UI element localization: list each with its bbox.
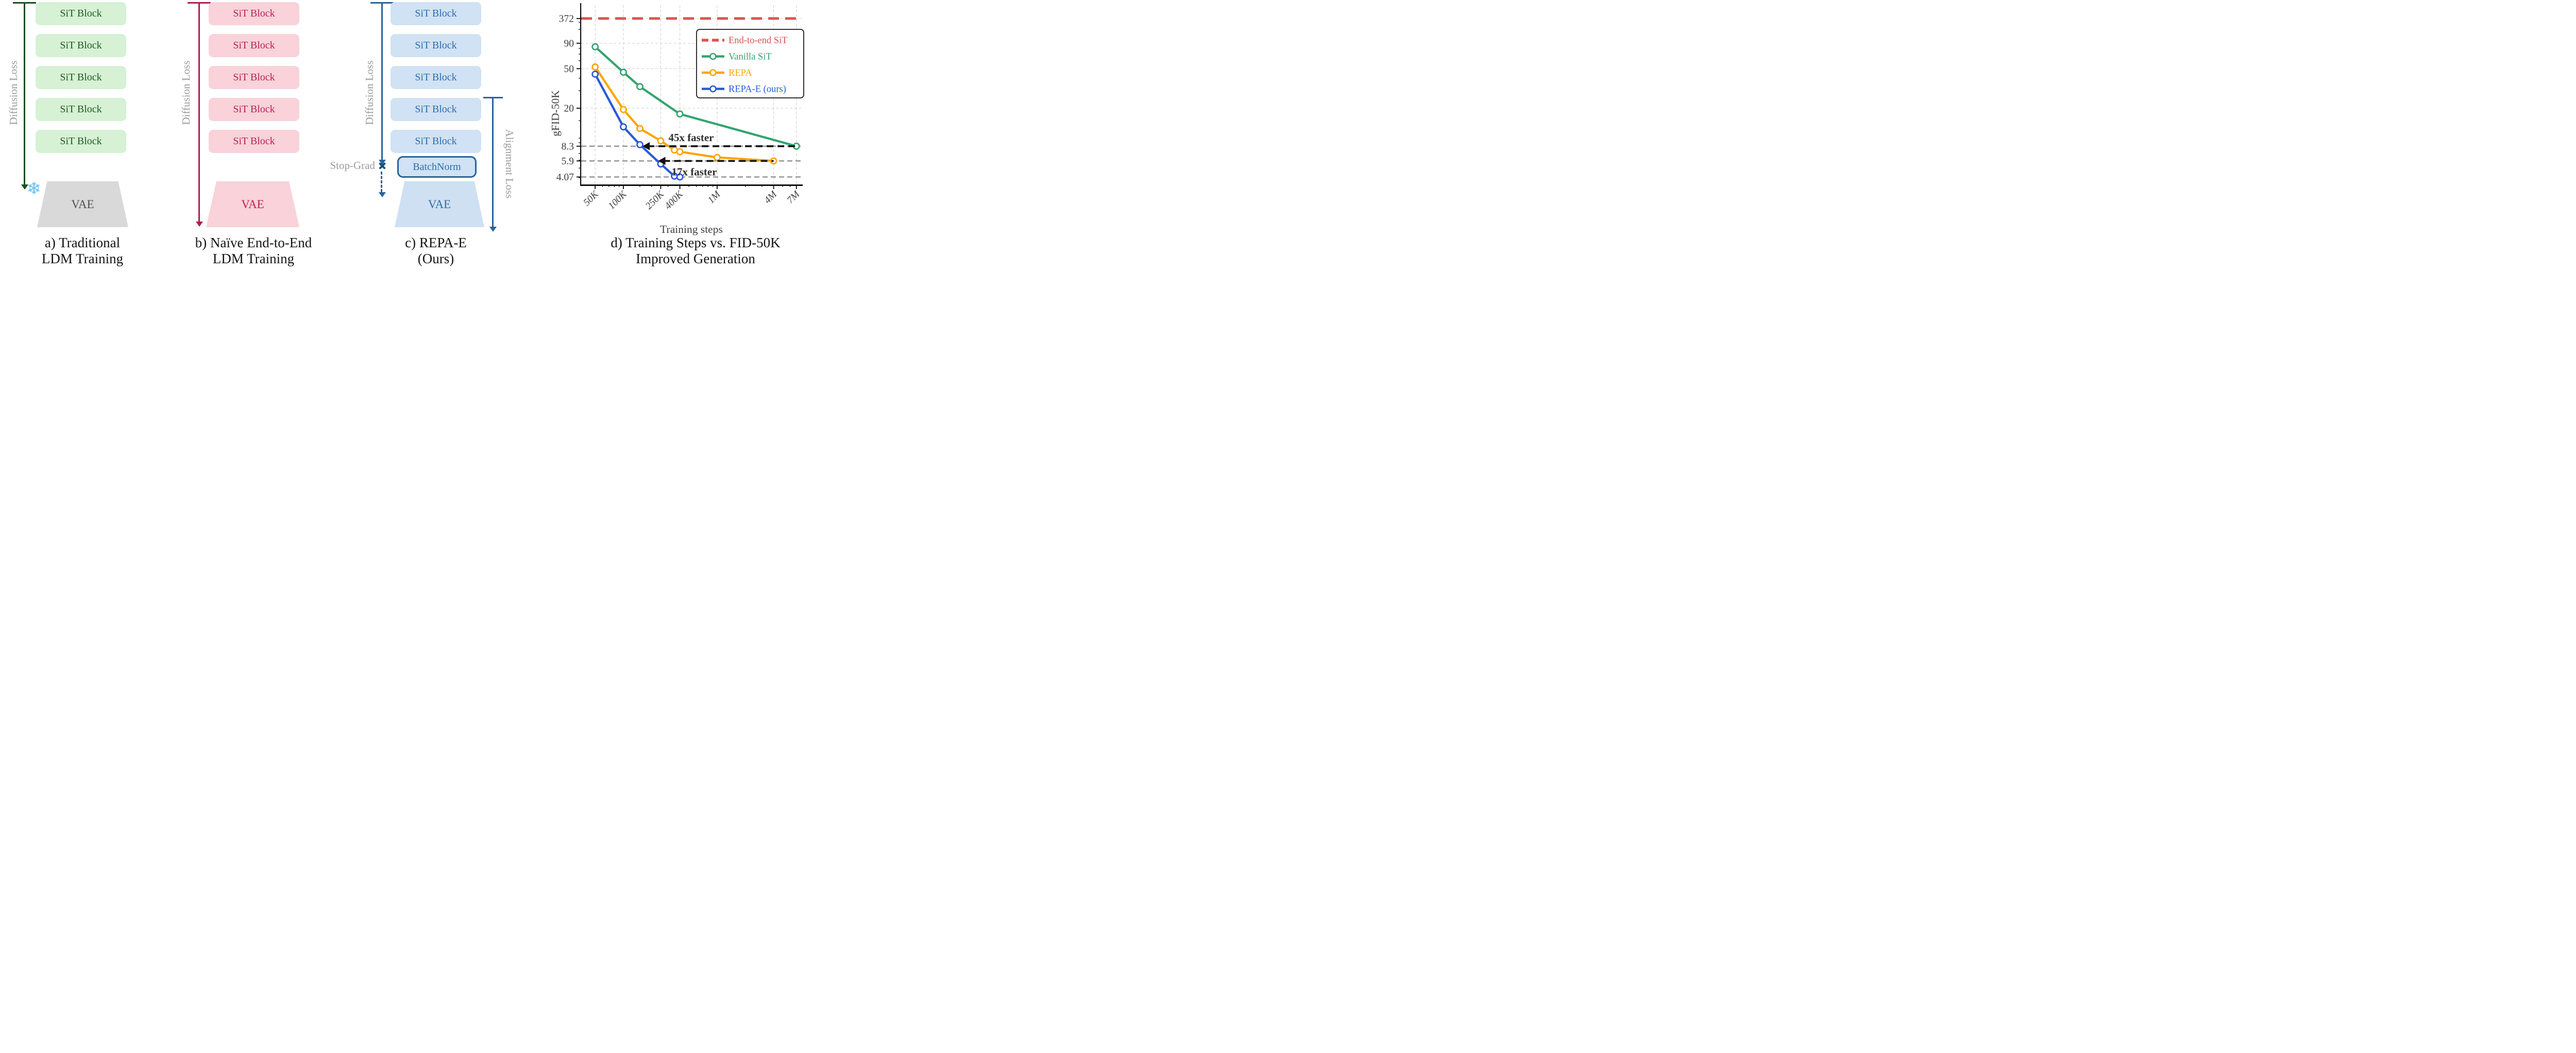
caption-c-line2: (Ours) <box>417 251 454 266</box>
y-tick-label: 90 <box>564 39 574 49</box>
series-marker-REPA <box>676 148 684 156</box>
vae-label-b: VAE <box>241 197 264 211</box>
diffusion-loss-arrow-shaft-b <box>198 2 200 222</box>
batchnorm-label: BatchNorm <box>413 161 461 173</box>
series-marker-REPA <box>657 137 665 145</box>
caption-b-line2: LDM Training <box>212 251 295 266</box>
caption-c-line1: c) REPA-E <box>405 235 467 250</box>
y-tick-label: 50 <box>564 64 574 75</box>
vae-trapezoid-b: VAE <box>206 181 299 227</box>
x-axis-spine <box>580 184 803 186</box>
legend-swatch-marker <box>709 85 717 93</box>
annotation-label: 45x faster <box>668 131 714 144</box>
series-marker-REPA <box>591 63 599 71</box>
sit-block: SiT Block <box>209 34 299 57</box>
x-tick-label: 4M <box>762 189 779 206</box>
diffusion-loss-arrow-shaft-a <box>24 2 25 184</box>
legend-label: Vanilla SiT <box>728 52 772 62</box>
vae-label-a: VAE <box>71 197 94 211</box>
sit-block: SiT Block <box>209 98 299 121</box>
caption-d-line2: Improved Generation Performance <box>636 251 755 269</box>
legend-box <box>696 29 804 98</box>
series-marker-REPA-E-ours- <box>620 123 627 131</box>
y-axis-title: gFID-50K <box>549 90 562 137</box>
diffusion-loss-arrowhead-b <box>195 222 203 227</box>
sit-block: SiT Block <box>36 98 126 121</box>
diffusion-loss-arrowhead-a <box>21 184 28 190</box>
legend-swatch-marker <box>709 69 717 76</box>
caption-a-line1: a) Traditional <box>44 235 121 250</box>
y-tick-label: 20 <box>564 104 574 114</box>
sit-block: SiT Block <box>391 130 481 153</box>
annotation-arrowhead <box>642 142 650 150</box>
x-tick-label: 1M <box>706 189 723 206</box>
legend-label: REPA-E (ours) <box>728 84 786 95</box>
series-marker-REPA <box>714 154 721 161</box>
series-marker-REPA-E-ours- <box>591 71 599 78</box>
alignment-loss-shaft <box>492 97 494 227</box>
series-marker-Vanilla-SiT <box>676 110 684 118</box>
series-marker-Vanilla-SiT <box>591 43 599 50</box>
sit-block: SiT Block <box>391 34 481 57</box>
alignment-loss-arrowhead <box>489 227 497 232</box>
caption-a-line2: LDM Training <box>41 251 124 266</box>
y-tick-label: 4.07 <box>556 172 574 183</box>
batchnorm-block: BatchNorm <box>397 156 477 178</box>
sit-block: SiT Block <box>391 98 481 121</box>
annotation-label: 17x faster <box>672 165 717 178</box>
series-marker-REPA-E-ours- <box>676 173 684 181</box>
x-tick-label: 400K <box>663 189 686 212</box>
sit-block: SiT Block <box>209 130 299 153</box>
caption-panel-c: c) REPA-E (Ours) <box>348 235 523 267</box>
sit-block: SiT Block <box>209 2 299 25</box>
annotation-arrowhead <box>658 157 666 165</box>
x-tick-label: 250K <box>643 189 667 212</box>
series-marker-REPA-E-ours- <box>636 141 643 148</box>
sit-block: SiT Block <box>36 2 126 25</box>
series-marker-REPA <box>636 125 643 132</box>
caption-panel-d: d) Training Steps vs. FID-50K Improved G… <box>600 235 791 269</box>
legend-swatch-marker <box>709 53 717 60</box>
sit-block: SiT Block <box>209 66 299 89</box>
vae-trapezoid-a: VAE <box>37 181 128 227</box>
vae-trapezoid-c: VAE <box>395 181 484 227</box>
stop-grad-dashed-arrowhead <box>378 192 386 197</box>
x-tick-label: 50K <box>581 189 601 208</box>
y-tick-label: 5.9 <box>562 156 574 167</box>
diffusion-loss-arrow-shaft-c <box>381 2 383 160</box>
stop-grad-label: Stop-Grad <box>330 159 376 172</box>
x-axis-title: Training steps <box>660 223 723 235</box>
vae-label-c: VAE <box>428 197 451 211</box>
series-marker-REPA <box>620 106 627 113</box>
legend-label: REPA <box>728 68 752 78</box>
caption-panel-b: b) Naïve End-to-End LDM Training <box>166 235 341 267</box>
y-tick-label: 372 <box>559 13 574 24</box>
y-tick-label: 8.3 <box>562 141 574 152</box>
stop-grad-dashed-shaft <box>381 172 382 192</box>
sit-block: SiT Block <box>391 2 481 25</box>
sit-block: SiT Block <box>391 66 481 89</box>
series-marker-Vanilla-SiT <box>620 69 627 76</box>
caption-b-line1: b) Naïve End-to-End <box>195 235 312 250</box>
caption-d-line1: d) Training Steps vs. FID-50K <box>611 235 781 250</box>
snowflake-icon: ❄ <box>27 178 41 198</box>
series-line-REPA <box>594 66 774 162</box>
y-axis-spine <box>580 3 582 184</box>
training-steps-fid-chart: 45x faster 17x faster 372 90 50 20 8.3 5.9 4.07 5… <box>549 3 804 235</box>
x-tick-label: 100K <box>606 189 630 212</box>
sit-block: SiT Block <box>36 130 126 153</box>
x-tick-label: 7M <box>785 189 803 206</box>
sit-block: SiT Block <box>36 66 126 89</box>
legend-label: End-to-end SiT <box>728 36 788 46</box>
diffusion-loss-arrowhead-c <box>378 160 386 165</box>
caption-panel-a: a) Traditional LDM Training <box>0 235 170 267</box>
series-marker-Vanilla-SiT <box>636 83 643 91</box>
sit-block: SiT Block <box>36 34 126 57</box>
figure-canvas: Diffusion Loss SiT Block SiT Block SiT B… <box>0 0 808 269</box>
